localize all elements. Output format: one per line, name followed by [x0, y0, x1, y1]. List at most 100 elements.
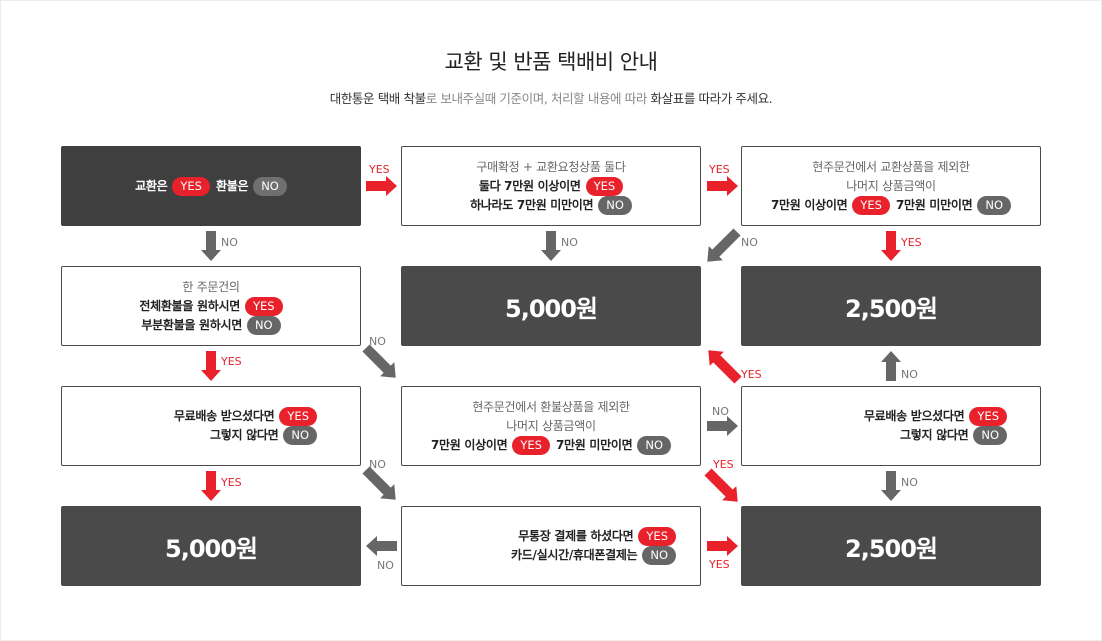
free-ship-right-line2: 그렇지 않다면 NO	[775, 426, 1007, 445]
yes-pill: YES	[279, 407, 317, 426]
excl-exchange-under: 7만원 미만이면	[895, 197, 973, 212]
buy-confirm-line3: 하나라도 7만원 미만이면 NO	[470, 195, 632, 215]
yes-pill: YES	[852, 195, 890, 215]
excl-refund-line1: 현주문건에서 환불상품을 제외한	[472, 399, 630, 414]
label-no: NO	[369, 458, 386, 471]
box-free-ship-left: 무료배송 받으셨다면 YES 그렇지 않다면 NO	[61, 386, 361, 466]
label-yes: YES	[709, 163, 730, 176]
excl-exchange-line1: 현주문건에서 교환상품을 제외한	[812, 159, 970, 174]
label-no: NO	[221, 236, 238, 249]
no-pill: NO	[642, 546, 676, 565]
box-free-ship-right: 무료배송 받으셨다면 YES 그렇지 않다면 NO	[741, 386, 1041, 466]
page-title: 교환 및 반품 택배비 안내	[444, 50, 658, 74]
fee-2500-bottom-value: 2,500원	[845, 534, 938, 563]
no-pill: NO	[283, 426, 317, 445]
box-bank-transfer: 무통장 결제를 하셨다면 YES 카드/실시간/휴대폰결제는 NO	[401, 506, 701, 586]
arrow-oneorder-to-freeship	[201, 351, 221, 381]
no-pill: NO	[977, 195, 1011, 215]
fee-5000-mid-value: 5,000원	[505, 294, 598, 323]
label-no: NO	[561, 236, 578, 249]
subtitle-middle: 로 보내주실때 기준이며, 처리할 내용에 따라	[425, 91, 651, 106]
label-yes: YES	[221, 476, 242, 489]
yes-pill: YES	[172, 176, 210, 196]
fee-2500-top-value: 2,500원	[845, 294, 938, 323]
one-order-line2: 전체환불을 원하시면 YES	[139, 296, 283, 316]
start-exchange-label: 교환은	[135, 178, 168, 193]
box-excl-exchange: 현주문건에서 교환상품을 제외한 나머지 상품금액이 7만원 이상이면 YES …	[741, 146, 1041, 226]
yes-pill: YES	[585, 176, 624, 196]
label-no: NO	[377, 559, 394, 572]
yes-pill: YES	[638, 527, 676, 546]
no-pill: NO	[973, 426, 1007, 445]
excl-refund-line2: 나머지 상품금액이	[506, 418, 596, 433]
buy-confirm-any-under: 하나라도 7만원 미만이면	[470, 197, 594, 212]
excl-exchange-line2: 나머지 상품금액이	[846, 178, 936, 193]
label-no: NO	[712, 405, 729, 418]
free-ship-right-yes-text: 무료배송 받으셨다면	[863, 409, 965, 423]
box-one-order: 한 주문건의 전체환불을 원하시면 YES 부분환불을 원하시면 NO	[61, 266, 361, 346]
box-excl-refund: 현주문건에서 환불상품을 제외한 나머지 상품금액이 7만원 이상이면 YES …	[401, 386, 701, 466]
arrow-freeship-to-5000-mid	[708, 350, 742, 384]
box-fee-2500-bottom: 2,500원	[741, 506, 1041, 586]
start-line: 교환은 YES 환불은 NO	[135, 176, 287, 196]
label-yes: YES	[709, 558, 730, 571]
free-ship-right-no-text: 그렇지 않다면	[900, 428, 969, 442]
start-refund-label: 환불은	[215, 178, 249, 193]
one-order-full-refund: 전체환불을 원하시면	[139, 298, 240, 313]
arrow-exclexchange-to-2500	[881, 231, 901, 261]
bank-transfer-line2: 카드/실시간/휴대폰결제는 NO	[426, 546, 676, 565]
label-yes: YES	[221, 355, 242, 368]
arrow-start-to-oneorder	[201, 231, 221, 261]
box-buy-confirm: 구매확정 + 교환요청상품 둘다 둘다 7만원 이상이면 YES 하나라도 7만…	[401, 146, 701, 226]
fee-5000-bottom-value: 5,000원	[165, 534, 258, 563]
box-fee-2500-top: 2,500원	[741, 266, 1041, 346]
no-pill: NO	[637, 435, 671, 455]
subtitle-emphasis-carrier: 대한통운 택배 착불	[329, 91, 426, 106]
yes-pill: YES	[244, 296, 283, 316]
arrow-bank-to-5000	[366, 536, 397, 556]
excl-refund-line3: 7만원 이상이면 YES 7만원 미만이면 NO	[431, 435, 671, 455]
label-yes: YES	[741, 368, 762, 381]
one-order-line3: 부분환불을 원하시면 NO	[141, 315, 281, 335]
yes-pill: YES	[969, 407, 1007, 426]
subtitle-emphasis-arrow: 화살표를 따라가 주세요.	[650, 91, 773, 106]
no-pill: NO	[253, 176, 287, 196]
excl-refund-over: 7만원 이상이면	[431, 437, 508, 452]
arrow-buyconfirm-to-exclexchange	[707, 176, 738, 196]
label-yes: YES	[901, 236, 922, 249]
buy-confirm-both-over: 둘다 7만원 이상이면	[478, 178, 581, 193]
bank-transfer-no-text: 카드/실시간/휴대폰결제는	[511, 548, 638, 562]
bank-transfer-yes-text: 무통장 결제를 하셨다면	[518, 529, 634, 543]
arrow-oneorder-to-exclrefund	[362, 344, 396, 378]
one-order-line1: 한 주문건의	[182, 279, 240, 294]
free-ship-left-yes-text: 무료배송 받으셨다면	[173, 409, 275, 423]
label-yes: YES	[713, 458, 734, 471]
free-ship-left-no-text: 그렇지 않다면	[210, 428, 279, 442]
excl-exchange-over: 7만원 이상이면	[771, 197, 848, 212]
buy-confirm-line2: 둘다 7만원 이상이면 YES	[478, 176, 624, 196]
arrow-exclrefund-to-freeship	[707, 416, 738, 436]
label-yes: YES	[369, 163, 390, 176]
free-ship-left-line1: 무료배송 받으셨다면 YES	[105, 407, 317, 426]
excl-refund-under: 7만원 미만이면	[555, 437, 633, 452]
label-no: NO	[901, 368, 918, 381]
arrow-buyconfirm-to-5000	[541, 231, 561, 261]
arrow-bank-to-2500	[707, 536, 738, 556]
arrow-freeship-to-5000	[201, 471, 221, 501]
box-start: 교환은 YES 환불은 NO	[61, 146, 361, 226]
bank-transfer-line1: 무통장 결제를 하셨다면 YES	[426, 527, 676, 546]
arrow-exclrefund-to-2500	[704, 468, 738, 502]
label-no: NO	[369, 335, 386, 348]
label-no: NO	[741, 236, 758, 249]
buy-confirm-line1: 구매확정 + 교환요청상품 둘다	[476, 159, 626, 174]
box-fee-5000-bottom: 5,000원	[61, 506, 361, 586]
yes-pill: YES	[512, 435, 550, 455]
arrow-freeship-to-bank	[362, 466, 396, 500]
free-ship-left-line2: 그렇지 않다면 NO	[105, 426, 317, 445]
no-pill: NO	[598, 195, 632, 215]
arrow-freeship-to-2500-top	[881, 351, 901, 381]
arrow-exclexchange-to-5000	[707, 228, 741, 262]
excl-exchange-line3: 7만원 이상이면 YES 7만원 미만이면 NO	[771, 195, 1011, 215]
page-subtitle: 대한통운 택배 착불로 보내주실때 기준이며, 처리할 내용에 따라 화살표를 …	[0, 88, 1102, 107]
